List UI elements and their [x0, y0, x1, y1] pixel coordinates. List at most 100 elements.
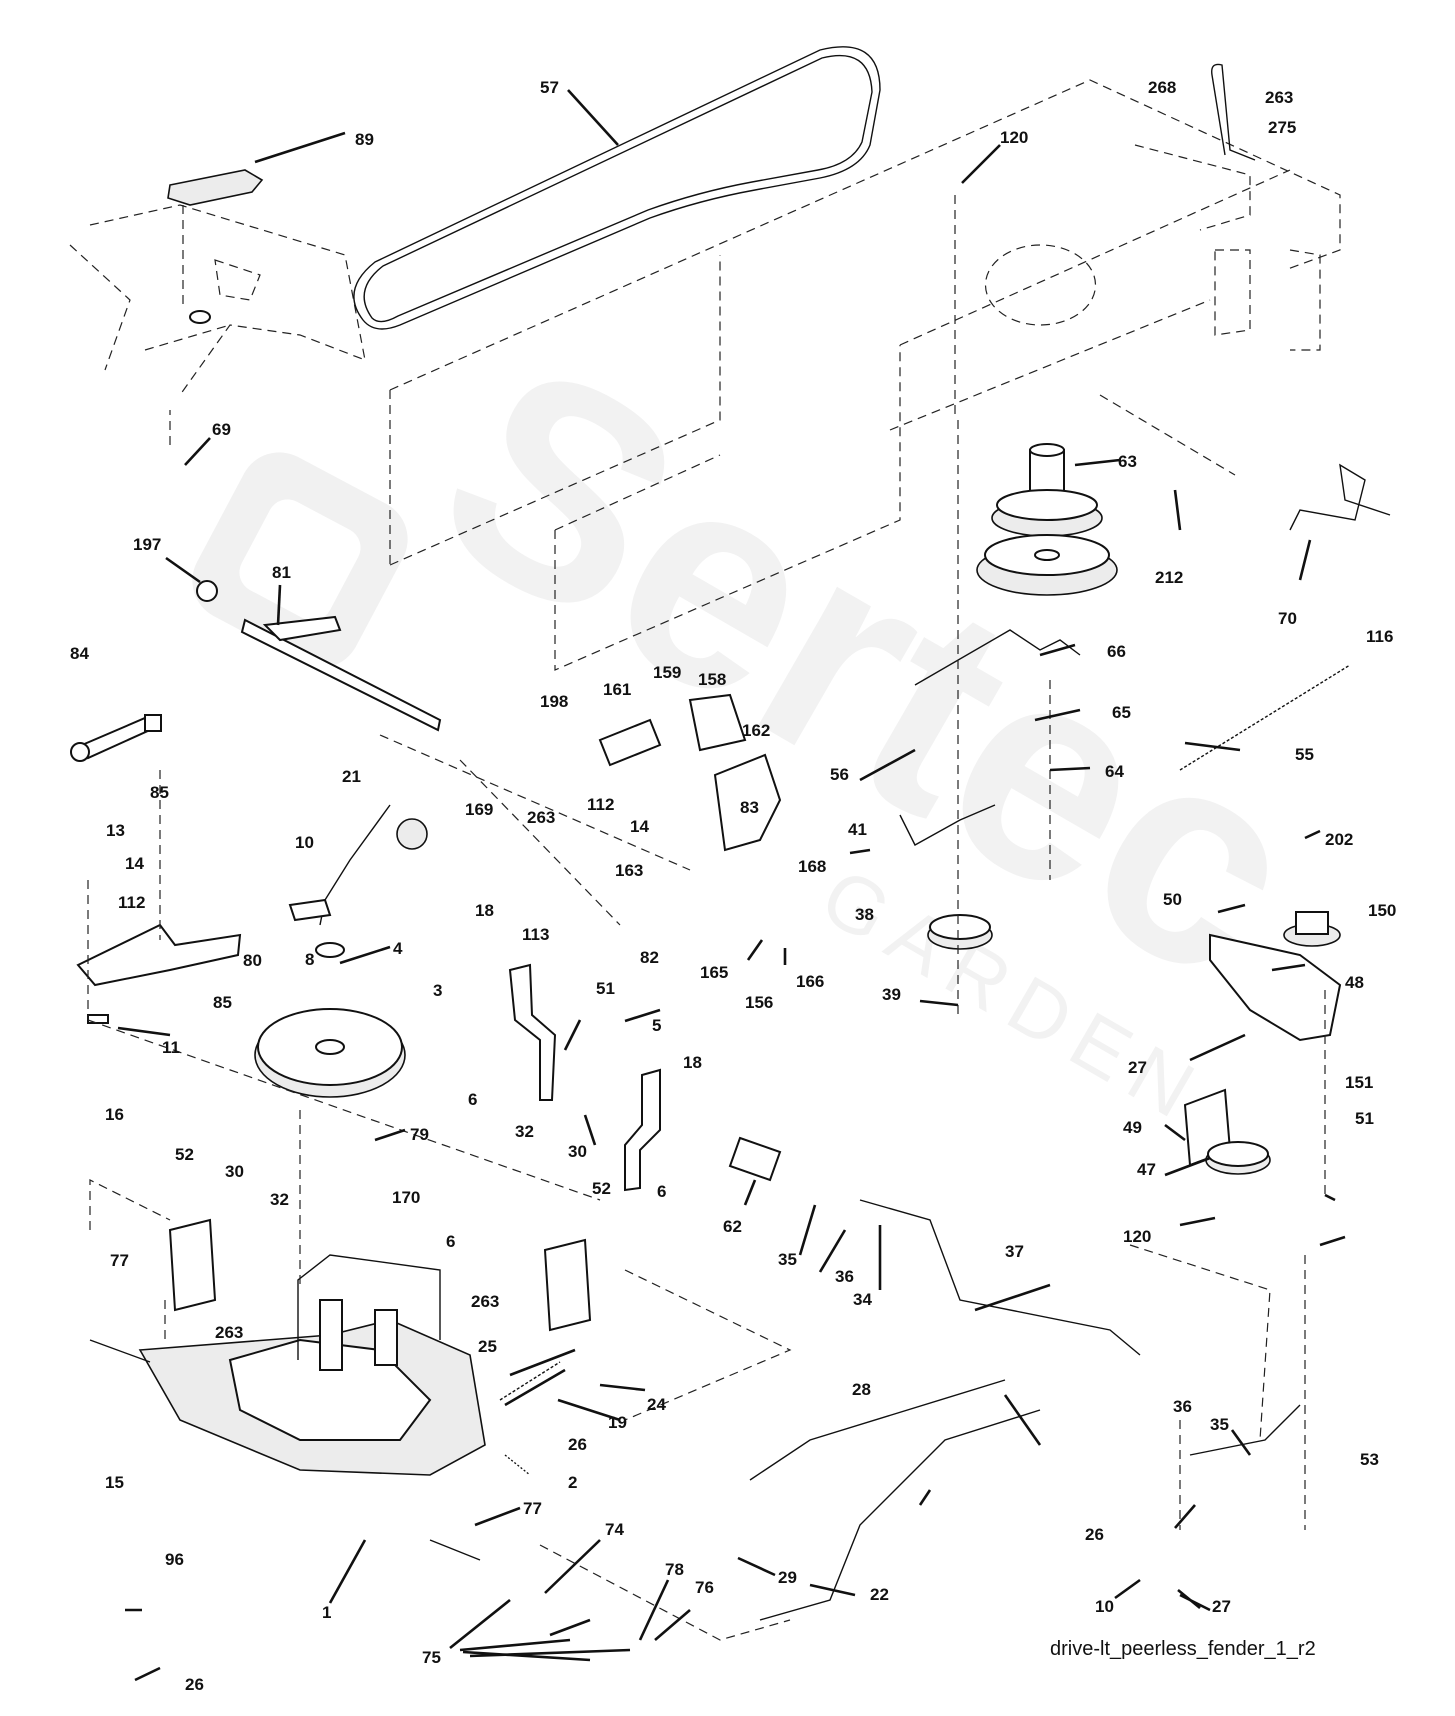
part-170-rod	[297, 1254, 441, 1360]
label-36: 36	[835, 1267, 854, 1286]
part-63-pulley	[976, 443, 1118, 596]
label-55: 55	[1295, 745, 1314, 764]
label-263-c: 263	[215, 1323, 243, 1342]
assembly-lines	[87, 195, 1326, 1641]
diagram-caption: drive-lt_peerless_fender_1_r2	[1050, 1638, 1316, 1660]
part-25-spring	[499, 1361, 561, 1401]
label-2: 2	[568, 1473, 577, 1492]
label-57: 57	[540, 78, 559, 97]
label-263-d: 263	[471, 1292, 499, 1311]
part-22-rod	[759, 1409, 1041, 1621]
label-96: 96	[165, 1550, 184, 1569]
label-24: 24	[647, 1395, 666, 1414]
part-113-bracket	[508, 963, 557, 1101]
part-28-rod	[749, 1379, 1006, 1481]
label-32: 32	[515, 1122, 534, 1141]
part-66-rod	[914, 629, 1081, 686]
label-150: 150	[1368, 901, 1396, 920]
label-38: 38	[855, 905, 874, 924]
label-202: 202	[1325, 830, 1353, 849]
part-3-transmission-pulley	[254, 942, 406, 1098]
label-35-b: 35	[1210, 1415, 1229, 1434]
frame-outline	[389, 79, 1341, 671]
label-47: 47	[1137, 1160, 1156, 1179]
label-76: 76	[695, 1578, 714, 1597]
part-8-shift-lever	[288, 804, 428, 926]
label-49: 49	[1123, 1118, 1142, 1137]
label-5: 5	[652, 1016, 661, 1035]
label-51-b: 51	[1355, 1109, 1374, 1128]
label-26-c: 26	[185, 1675, 204, 1694]
label-51: 51	[596, 979, 615, 998]
label-158: 158	[698, 670, 726, 689]
part-268-rod	[1211, 63, 1256, 161]
part-81-shaft	[196, 580, 442, 732]
label-74: 74	[605, 1520, 624, 1539]
label-116: 116	[1366, 627, 1393, 646]
part-5-bracket	[624, 1068, 661, 1192]
part-labels: 57 89 120 268 263 275 69 63 212 70 116 1…	[70, 78, 1396, 1694]
label-1: 1	[322, 1603, 331, 1622]
part-84-rod	[70, 714, 162, 762]
label-18: 18	[475, 901, 494, 920]
part-2-spring	[504, 1454, 531, 1476]
part-158-bracket	[688, 693, 747, 752]
label-13: 13	[106, 821, 125, 840]
label-77: 77	[110, 1251, 129, 1270]
label-166: 166	[796, 972, 824, 991]
label-198: 198	[540, 692, 568, 711]
label-112-b: 112	[118, 893, 145, 912]
part-41-clip	[899, 804, 996, 846]
label-22: 22	[870, 1585, 889, 1604]
label-26: 26	[568, 1435, 587, 1454]
part-48-idler-arm	[1209, 933, 1342, 1042]
label-112: 112	[587, 795, 614, 814]
part-53-rod	[1189, 1404, 1301, 1456]
label-48: 48	[1345, 973, 1364, 992]
leader-lines	[117, 89, 1346, 1682]
label-30-b: 30	[568, 1142, 587, 1161]
label-120: 120	[1000, 128, 1028, 147]
label-62: 62	[723, 1217, 742, 1236]
label-89: 89	[355, 130, 374, 149]
part-165-bracket	[713, 753, 782, 852]
label-113: 113	[522, 925, 549, 944]
label-36-b: 36	[1173, 1397, 1192, 1416]
label-10-b: 10	[1095, 1597, 1114, 1616]
label-163: 163	[615, 861, 643, 880]
label-53: 53	[1360, 1450, 1379, 1469]
label-263: 263	[1265, 88, 1293, 107]
label-30: 30	[225, 1162, 244, 1181]
label-162: 162	[742, 721, 770, 740]
label-50: 50	[1163, 890, 1182, 909]
label-263-b: 263	[527, 808, 555, 827]
label-161: 161	[603, 680, 631, 699]
label-16: 16	[105, 1105, 124, 1124]
label-27: 27	[1128, 1058, 1147, 1077]
part-150-spacer	[1283, 911, 1341, 947]
label-79: 79	[410, 1125, 429, 1144]
label-63: 63	[1118, 452, 1137, 471]
label-35: 35	[778, 1250, 797, 1269]
label-28: 28	[852, 1380, 871, 1399]
label-18-b: 18	[683, 1053, 702, 1072]
label-25: 25	[478, 1337, 497, 1356]
label-159: 159	[653, 663, 681, 682]
part-1-transaxle	[89, 1299, 486, 1561]
label-41: 41	[848, 820, 867, 839]
watermark-logo-icon	[192, 452, 408, 668]
label-26-b: 26	[1085, 1525, 1104, 1544]
label-19: 19	[608, 1413, 627, 1432]
label-52: 52	[175, 1145, 194, 1164]
label-78: 78	[665, 1560, 684, 1579]
label-69: 69	[212, 420, 231, 439]
fender-outline	[69, 204, 366, 396]
label-156: 156	[745, 993, 773, 1012]
label-21: 21	[342, 767, 361, 786]
label-15: 15	[105, 1473, 124, 1492]
label-85-b: 85	[213, 993, 232, 1012]
part-30-plate-left	[168, 1218, 217, 1312]
label-212: 212	[1155, 568, 1183, 587]
label-8: 8	[305, 950, 314, 969]
label-85: 85	[150, 783, 169, 802]
